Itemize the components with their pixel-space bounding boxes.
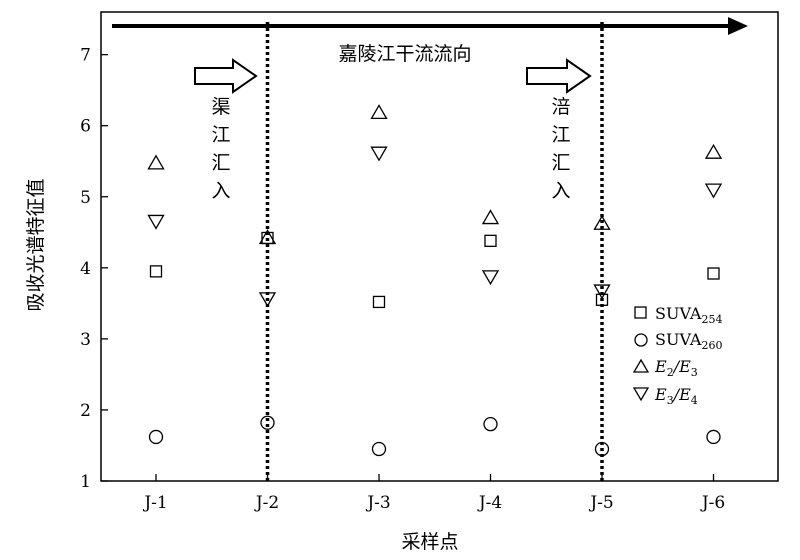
marker-triangle-up (147, 154, 165, 170)
marker-circle (594, 441, 610, 457)
marker-triangle-down (147, 214, 165, 230)
y-tick-label: 7 (80, 46, 91, 66)
tributary-arrow-2 (526, 58, 592, 94)
marker-circle (483, 417, 498, 432)
y-tick-label: 6 (80, 117, 91, 137)
axis-ticks: 1 2 3 4 5 6 7J-1 J-2 J-3 J-4 J-5 J-6 (80, 46, 725, 513)
marker-triangle-down (370, 146, 388, 162)
legend-marker-triangle-up (632, 358, 650, 373)
marker-circle (371, 441, 387, 457)
marker-triangle-up (258, 229, 277, 245)
marker-circle (260, 415, 275, 430)
data-markers (147, 104, 723, 457)
marker-square (372, 295, 386, 309)
marker-triangle-up (481, 209, 500, 225)
x-tick-label: J-2 (254, 493, 279, 513)
x-tick-label: J-4 (477, 493, 502, 513)
tributary-label-2: 涪 江 汇 入 (551, 96, 570, 202)
confluence-lines (265, 22, 604, 481)
legend-marker-circle (634, 333, 648, 347)
legend-label-e3e4: E3/E4 (654, 385, 698, 407)
marker-circle (148, 429, 164, 445)
flow-label: 嘉陵江干流流向 (338, 43, 471, 65)
marker-triangle-down (258, 292, 277, 308)
legend-label-suva260: SUVA260 (655, 330, 722, 352)
flow-arrow-head (728, 17, 748, 35)
x-tick-label: J-6 (700, 493, 725, 513)
tributary-char: 涪 (551, 96, 570, 118)
legend: SUVA254 SUVA260 E2/E3 E3/E4 (632, 304, 722, 407)
tributary-arrow-1 (194, 58, 258, 94)
marker-circle (706, 429, 721, 445)
legend-label-suva254: SUVA254 (655, 304, 722, 326)
tributary-char: 入 (211, 180, 230, 202)
x-tick-label: J-1 (142, 493, 167, 513)
marker-triangle-down (593, 284, 611, 300)
marker-triangle-up (370, 104, 388, 120)
x-tick-label: J-5 (588, 493, 613, 513)
marker-square (484, 234, 497, 247)
tributary-char: 汇 (551, 152, 570, 174)
y-axis-title: 吸收光谱特征值 (25, 178, 47, 311)
tributary-char: 入 (551, 180, 570, 202)
marker-square (149, 265, 163, 278)
x-axis-title: 采样点 (401, 531, 458, 553)
legend-label-e2e3: E2/E3 (654, 357, 698, 379)
plot-frame (100, 11, 779, 482)
y-tick-label: 5 (80, 188, 91, 208)
marker-triangle-up (704, 143, 723, 159)
y-tick-label: 3 (80, 330, 91, 350)
marker-square (595, 293, 609, 306)
marker-square (707, 267, 720, 280)
tributary-char: 汇 (211, 152, 230, 174)
y-tick-label: 2 (80, 401, 91, 421)
tributary-char: 渠 (211, 96, 230, 118)
tributary-char: 江 (211, 124, 230, 146)
legend-marker-square (634, 306, 647, 319)
y-tick-label: 1 (80, 472, 91, 492)
tributary-char: 江 (551, 124, 570, 146)
marker-triangle-down (704, 183, 723, 199)
y-tick-label: 4 (80, 259, 91, 279)
x-tick-label: J-3 (365, 493, 390, 513)
marker-triangle-down (481, 270, 500, 286)
legend-marker-triangle-down (632, 387, 650, 402)
tributary-label-1: 渠 江 汇 入 (211, 96, 230, 202)
marker-triangle-up (593, 214, 611, 230)
